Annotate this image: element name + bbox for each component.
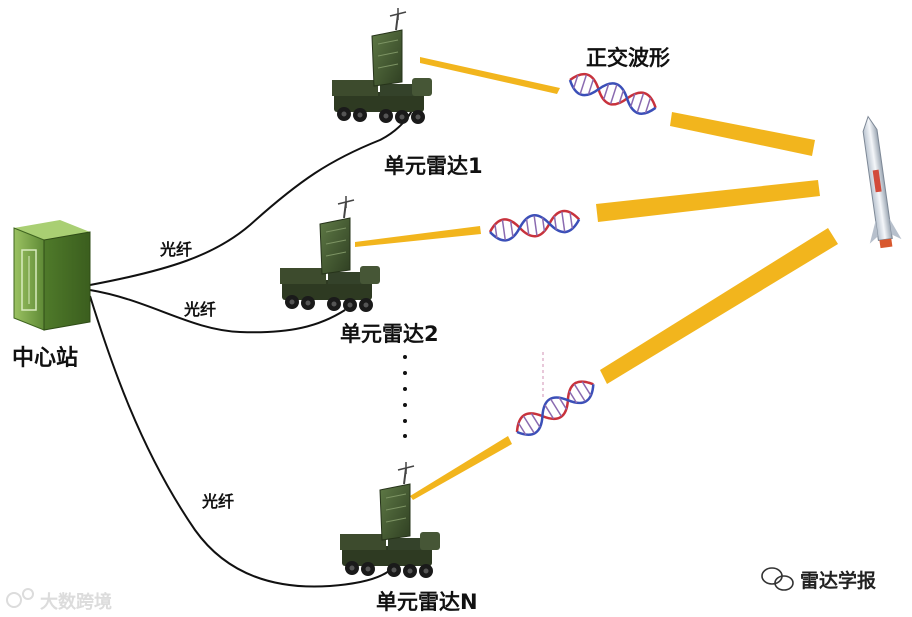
radar1-label: 单元雷达1 — [384, 154, 483, 178]
wechat-icon — [761, 567, 794, 591]
beam-Nb — [600, 228, 838, 384]
ellipsis-dots — [403, 355, 407, 438]
radar-truck-1 — [331, 7, 433, 125]
watermark-left-icon — [6, 588, 34, 608]
beams — [355, 57, 838, 500]
radarN-label: 单元雷达N — [376, 590, 478, 614]
helix-3 — [510, 374, 601, 443]
central-station-server — [13, 220, 91, 331]
radar-truck-N — [339, 461, 441, 579]
cable-to-radar1 — [89, 109, 413, 286]
fiber-label-2: 光纤 — [184, 300, 217, 319]
fiber-label-3: 光纤 — [202, 492, 235, 511]
missile-target — [862, 115, 902, 249]
cable-to-radar2 — [89, 289, 346, 334]
helix-2 — [487, 207, 582, 244]
beam-2b — [596, 180, 820, 222]
beam-2a — [355, 226, 481, 247]
cable-to-radarN — [89, 295, 396, 588]
waveform-label: 正交波形 — [586, 46, 670, 70]
helix-1 — [565, 68, 661, 120]
watermark-right: 雷达学报 — [800, 570, 877, 592]
fiber-cables — [89, 109, 413, 588]
beam-Na — [410, 436, 512, 500]
watermark-left: 大数跨境 — [40, 592, 112, 613]
waveform-helices — [487, 68, 661, 443]
beam-1b — [670, 112, 815, 156]
radar2-label: 单元雷达2 — [340, 322, 439, 346]
radar-truck-2 — [279, 195, 381, 313]
beam-1a — [420, 57, 560, 94]
center-station-label: 中心站 — [12, 346, 79, 371]
fiber-label-1: 光纤 — [160, 240, 193, 259]
